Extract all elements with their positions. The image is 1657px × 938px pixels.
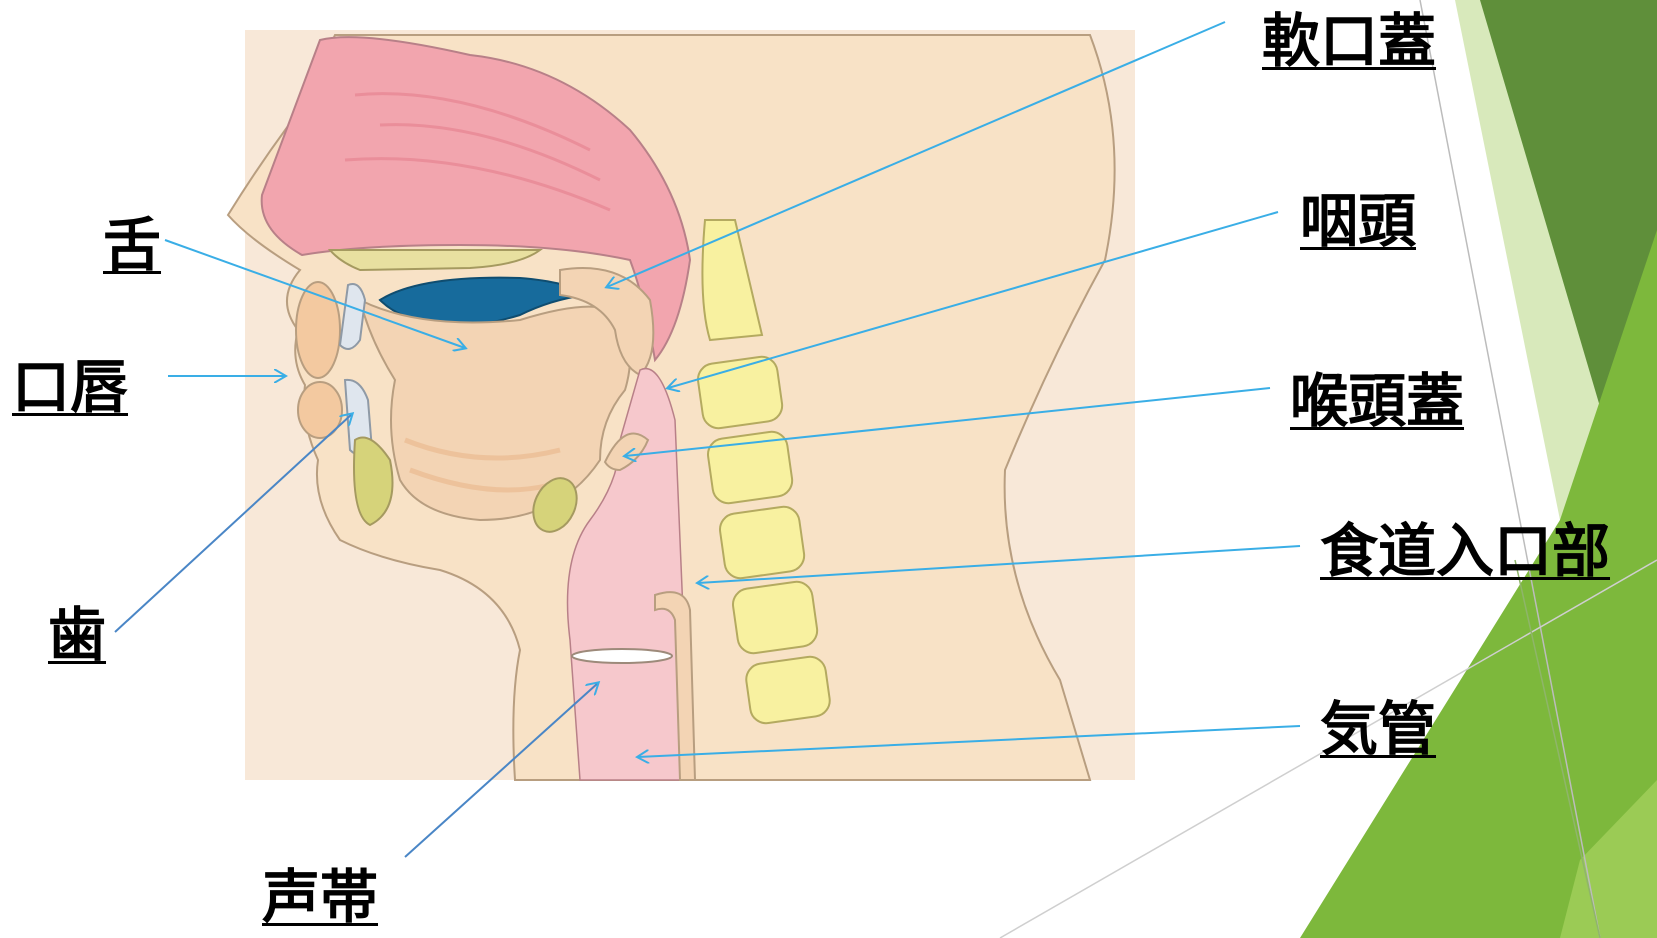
label-pharynx: 咽頭 [1300,192,1416,250]
label-epiglottis: 喉頭蓋 [1290,372,1464,430]
label-lips: 口唇 [12,358,128,416]
label-soft-palate: 軟口蓋 [1262,12,1436,70]
head-neck-illustration [228,30,1135,780]
label-teeth: 歯 [48,606,106,664]
label-esophageal-entrance: 食道入口部 [1320,522,1610,580]
label-trachea: 気管 [1320,700,1436,758]
label-tongue: 舌 [103,216,161,274]
label-vocal-cords: 声帯 [262,868,378,926]
